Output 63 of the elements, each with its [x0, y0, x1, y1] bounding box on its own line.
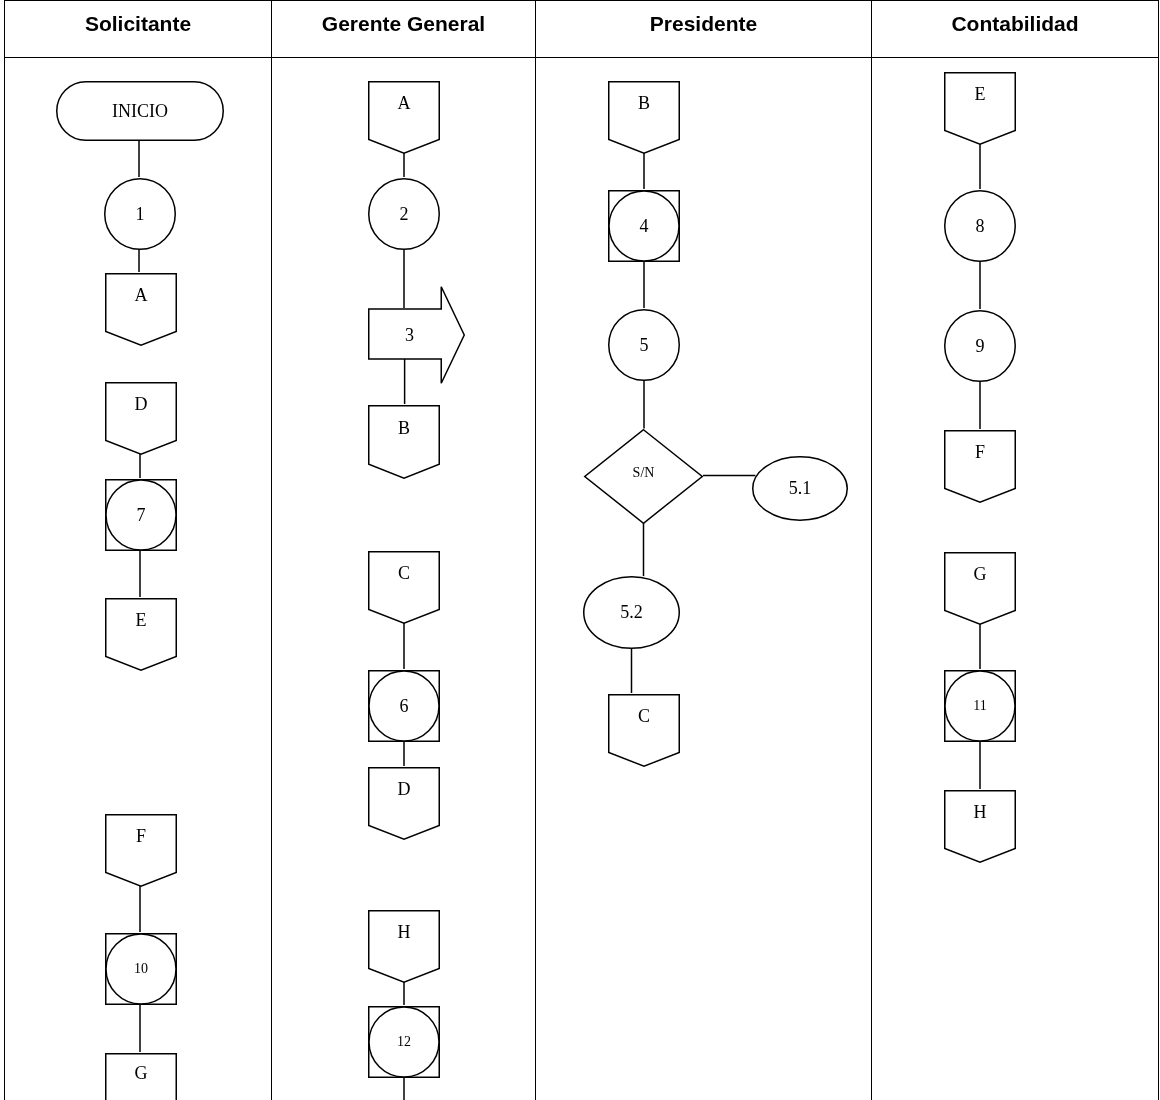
connector-line	[979, 260, 981, 310]
connector-line	[702, 474, 757, 477]
process-circle: 1	[104, 178, 176, 250]
process-circle: 9	[944, 310, 1016, 382]
offpage-connector: E	[105, 598, 177, 671]
connector-line	[643, 379, 645, 430]
connector-line	[139, 1003, 141, 1053]
connector-line	[630, 647, 633, 694]
framed-process-circle: 6	[368, 670, 440, 742]
process-circle: 5	[608, 309, 680, 381]
offpage-connector: G	[944, 552, 1016, 625]
connector-line	[403, 248, 405, 309]
swimlane	[4, 0, 272, 1100]
connector-line	[979, 380, 981, 430]
offpage-connector: A	[105, 273, 177, 346]
lane-header: Contabilidad	[872, 1, 1158, 58]
connector-line	[138, 139, 140, 178]
lane-header: Presidente	[536, 1, 871, 58]
connector-line	[979, 623, 981, 670]
process-circle: 8	[944, 190, 1016, 262]
framed-process-circle: 11	[944, 670, 1016, 742]
ellipse-node: 5.2	[583, 576, 680, 649]
framed-process-circle: 4	[608, 190, 680, 262]
offpage-connector: H	[368, 910, 440, 983]
start-terminal: INICIO	[56, 81, 224, 141]
swimlane	[872, 0, 1159, 1100]
offpage-connector: F	[105, 814, 177, 887]
process-circle: 2	[368, 178, 440, 250]
framed-process-circle: 10	[105, 933, 177, 1005]
connector-line	[139, 885, 141, 933]
offpage-connector: B	[368, 405, 440, 479]
transport-symbol: 3	[368, 286, 465, 384]
connector-line	[979, 740, 981, 790]
connector-line	[643, 260, 645, 309]
offpage-connector: C	[368, 551, 440, 624]
offpage-connector: E	[944, 72, 1016, 145]
swimlane	[536, 0, 872, 1100]
connector-line	[403, 740, 405, 767]
swimlane	[272, 0, 536, 1100]
offpage-connector: A	[368, 81, 440, 154]
offpage-connector: F	[944, 430, 1016, 503]
offpage-connector: C	[608, 694, 680, 767]
lane-header: Solicitante	[5, 1, 271, 58]
offpage-connector: B	[608, 81, 680, 154]
connector-line	[403, 981, 405, 1006]
lane-header: Gerente General	[272, 1, 535, 58]
connector-line	[643, 152, 645, 190]
connector-line	[403, 1076, 405, 1100]
framed-process-circle: 12	[368, 1006, 440, 1078]
connector-line	[403, 152, 405, 178]
offpage-connector: G	[105, 1053, 177, 1100]
connector-line	[642, 522, 645, 577]
connector-line	[139, 549, 141, 598]
decision-diamond: S/N	[584, 429, 703, 524]
offpage-connector: D	[105, 382, 177, 455]
offpage-connector: H	[944, 790, 1016, 863]
framed-process-circle: 7	[105, 479, 177, 551]
connector-line	[138, 248, 140, 273]
connector-line	[403, 622, 405, 670]
connector-line	[139, 453, 141, 479]
offpage-connector: D	[368, 767, 440, 840]
ellipse-node: 5.1	[752, 456, 848, 521]
connector-line	[979, 143, 981, 190]
